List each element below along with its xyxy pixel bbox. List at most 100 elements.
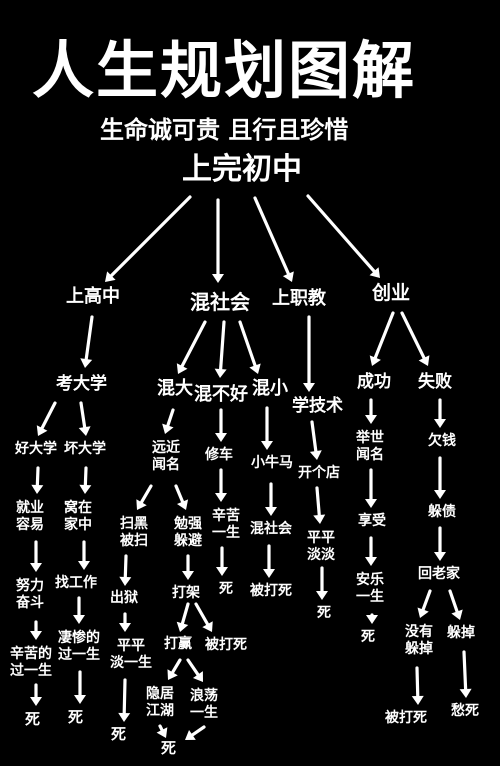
arrow-head	[212, 274, 224, 283]
node-gaozhong: 上高中	[66, 286, 120, 307]
flow-arrow	[434, 526, 446, 561]
flow-arrow	[459, 650, 472, 698]
arrow-shaft	[415, 666, 420, 698]
flow-arrow	[434, 398, 446, 428]
arrow-shaft	[238, 320, 257, 368]
node-si-a: 死	[25, 710, 41, 728]
arrow-shaft	[139, 484, 153, 504]
node-chuyu: 出狱	[110, 590, 138, 606]
node-shibai: 失败	[418, 372, 452, 392]
arrow-shaft	[448, 589, 459, 614]
node-mianqiang: 勉强 躲避	[174, 516, 202, 549]
node-root: 上完初中	[182, 152, 302, 187]
node-qianqian: 欠钱	[428, 433, 456, 449]
node-pingping2: 平平 淡一生	[110, 638, 152, 671]
arrow-head	[434, 490, 446, 499]
node-hunshehui: 混社会	[190, 290, 250, 314]
diagram-subtitle: 生命诚可贵 且行且珍惜	[100, 116, 349, 144]
flow-arrow	[30, 683, 42, 706]
arrow-shaft	[306, 194, 376, 273]
arrow-head	[282, 271, 294, 282]
arrow-shaft	[310, 420, 318, 453]
flow-arrow	[212, 198, 224, 283]
arrow-head	[177, 499, 189, 510]
arrow-head	[434, 552, 446, 561]
arrow-head	[215, 433, 227, 442]
arrow-head	[167, 669, 178, 680]
node-duodiao: 躲掉	[447, 625, 475, 641]
node-xinku2: 辛苦的 过一生	[10, 646, 52, 679]
flow-arrow	[80, 315, 94, 368]
flow-arrow	[119, 612, 131, 632]
arrow-shaft	[166, 408, 175, 428]
arrow-head	[418, 355, 430, 366]
node-wozai: 窝在 家中	[64, 500, 92, 533]
arrow-head	[459, 688, 472, 698]
arrow-head	[249, 363, 261, 374]
flow-arrow	[309, 420, 322, 460]
flow-arrow	[238, 320, 261, 374]
arrow-head	[434, 419, 446, 428]
node-yuanjin: 远近 闻名	[152, 440, 180, 473]
flow-arrow	[176, 320, 207, 374]
node-xiuche: 修车	[205, 447, 233, 463]
arrow-shaft	[421, 589, 432, 612]
arrow-head	[176, 363, 188, 374]
flow-arrow	[78, 540, 90, 570]
flow-arrow	[174, 484, 189, 510]
node-yinju: 隐居 江湖	[146, 686, 174, 719]
flow-arrow	[313, 486, 326, 524]
flow-arrow	[186, 658, 203, 682]
arrow-head	[36, 425, 48, 436]
node-jiuye: 就业 容易	[16, 500, 44, 533]
node-pingping1: 平平 淡淡	[307, 530, 335, 563]
arrow-shaft	[79, 401, 87, 429]
arrow-shaft	[171, 658, 182, 674]
flow-arrow	[265, 482, 277, 516]
flow-arrow	[434, 456, 446, 499]
node-meiyou: 没有 躲掉	[405, 624, 433, 657]
flow-arrow	[74, 670, 86, 704]
node-si-c: 死	[111, 725, 127, 743]
arrow-head	[214, 368, 227, 378]
node-si-chenggong: 死	[361, 629, 375, 645]
node-cancan: 凄惨的 过一生	[58, 630, 100, 663]
arrow-head	[136, 499, 147, 510]
flow-arrow	[78, 401, 91, 436]
node-xiaoniuma: 小牛马	[251, 455, 293, 471]
arrow-head	[263, 569, 275, 578]
node-hunda: 混大	[157, 378, 193, 399]
node-xiangshou: 享受	[358, 513, 386, 529]
flow-arrow	[167, 658, 182, 680]
flow-arrow	[30, 620, 42, 640]
arrow-head	[79, 484, 92, 494]
arrow-head	[182, 571, 194, 580]
flow-arrow	[79, 466, 92, 494]
arrow-head	[365, 415, 377, 424]
arrow-shaft	[122, 678, 127, 715]
arrow-shaft	[373, 311, 395, 360]
arrow-head	[78, 561, 90, 570]
arrow-head	[202, 621, 213, 632]
arrow-head	[417, 607, 429, 618]
arrow-shaft	[35, 466, 40, 487]
node-duozhai: 躲债	[428, 504, 456, 520]
node-chousi: 愁死	[451, 703, 479, 719]
arrow-head	[119, 623, 131, 632]
node-langdang: 浪荡 一生	[190, 688, 218, 721]
node-jushi: 举世 闻名	[356, 430, 384, 463]
arrow-head	[216, 567, 228, 576]
diagram-title: 人生规划图解	[32, 34, 417, 107]
arrow-head	[185, 729, 196, 740]
arrow-head	[31, 484, 44, 494]
arrow-head	[365, 557, 377, 566]
flow-arrow	[162, 408, 175, 434]
arrow-shaft	[400, 311, 426, 360]
flow-arrow	[263, 544, 275, 578]
flow-arrow	[31, 466, 44, 494]
arrow-shaft	[219, 320, 226, 371]
flow-arrow	[105, 195, 192, 282]
node-daying: 打赢	[164, 636, 192, 652]
arrow-shaft	[190, 725, 206, 737]
